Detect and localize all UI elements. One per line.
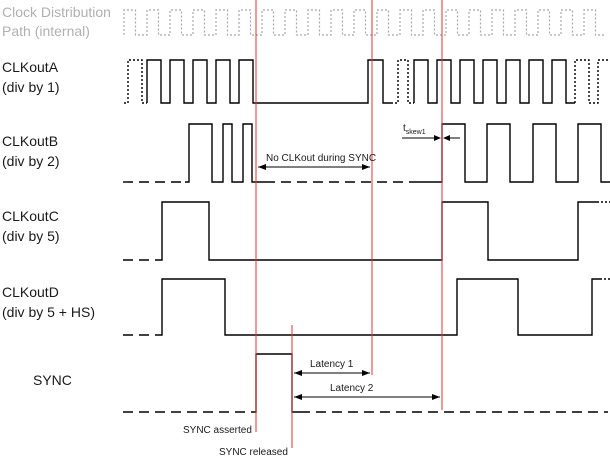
sync-asserted-label: SYNC asserted xyxy=(183,425,252,436)
clock-path-waveform xyxy=(123,9,605,36)
clkout-d-label-line1: CLKoutD xyxy=(2,284,59,300)
marker-lines xyxy=(255,0,443,448)
clkout-c-label-line2: (div by 5) xyxy=(2,228,60,244)
no-clkout-label: No CLKout during SYNC xyxy=(266,153,376,164)
latency1-annotation: Latency 1 xyxy=(294,359,370,376)
clkout-c-waveform xyxy=(123,201,610,261)
latency1-arrowhead-left xyxy=(294,370,302,376)
clkout-a-label-line2: (div by 1) xyxy=(2,79,60,95)
clock-path-label-line1: Clock Distribution xyxy=(2,4,111,20)
clkout-a-waveform xyxy=(124,59,610,104)
latency2-arrowhead-right xyxy=(432,394,440,400)
clkout-a-dotted-post xyxy=(574,59,610,104)
latency2-annotation: Latency 2 xyxy=(294,383,440,400)
clock-path-label-line2: Path (internal) xyxy=(2,23,90,39)
clkout-c-pulses xyxy=(158,201,597,261)
latency2-arrowhead-left xyxy=(294,394,302,400)
clkout-a-dotted-pre xyxy=(124,59,147,104)
clkout-a-pulses-pre xyxy=(146,59,391,104)
tskew-arrowhead-left xyxy=(434,135,441,141)
sync-released-label: SYNC released xyxy=(219,447,288,458)
clkout-d-pulses xyxy=(158,278,600,336)
latency1-arrowhead-right xyxy=(362,370,370,376)
no-clkout-arrowhead-right xyxy=(362,164,370,170)
clkout-a-dotted-mid xyxy=(391,59,414,104)
latency1-label: Latency 1 xyxy=(310,359,354,370)
sync-label: SYNC xyxy=(33,372,72,388)
clkout-d-waveform xyxy=(123,278,610,336)
clkout-a-pulses-post xyxy=(413,59,575,104)
clkout-b-pulses-pre xyxy=(185,123,265,183)
no-clkout-annotation: No CLKout during SYNC xyxy=(258,153,376,170)
latency2-label: Latency 2 xyxy=(330,383,374,394)
clkout-c-label-line1: CLKoutC xyxy=(2,208,59,224)
no-clkout-arrowhead-left xyxy=(258,164,266,170)
tskew-annotation: tskew1 xyxy=(402,123,460,141)
tskew-arrowhead-right xyxy=(443,135,450,141)
sync-pulse xyxy=(253,353,300,413)
clkout-b-pulses-post xyxy=(410,123,610,183)
clkout-d-label-line2: (div by 5 + HS) xyxy=(2,304,95,320)
signal-labels: Clock Distribution Path (internal) CLKou… xyxy=(2,4,111,388)
tskew-label: tskew1 xyxy=(403,123,426,136)
clkout-b-waveform xyxy=(123,123,610,183)
clkout-b-label-line1: CLKoutB xyxy=(2,133,58,149)
clkout-b-label-line2: (div by 2) xyxy=(2,153,60,169)
clkout-a-label-line1: CLKoutA xyxy=(2,59,59,75)
